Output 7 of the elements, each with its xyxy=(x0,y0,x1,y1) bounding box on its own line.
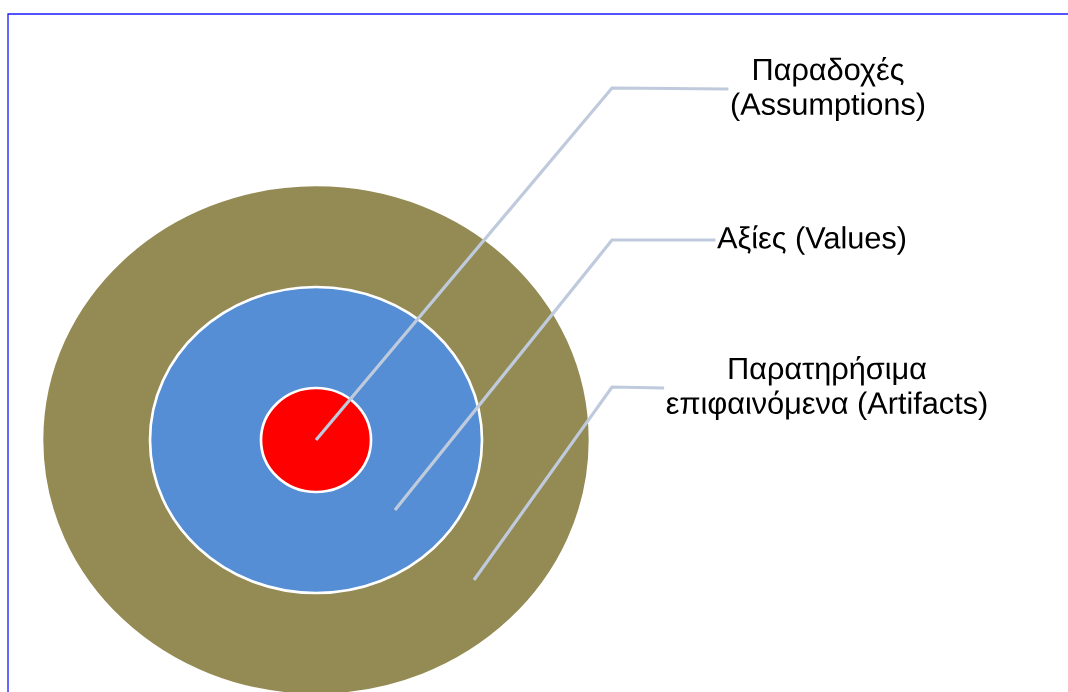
leader-line xyxy=(472,385,665,581)
leader-line xyxy=(314,86,729,441)
label-text: Αξίες (Values) xyxy=(717,225,906,255)
label-text: Παρατηρήσιμα επιφαινόμενα (Artifacts) xyxy=(666,355,987,421)
ring xyxy=(259,386,373,494)
label-text: Παραδοχές (Assumptions) xyxy=(731,56,925,122)
leader-line xyxy=(393,238,716,511)
